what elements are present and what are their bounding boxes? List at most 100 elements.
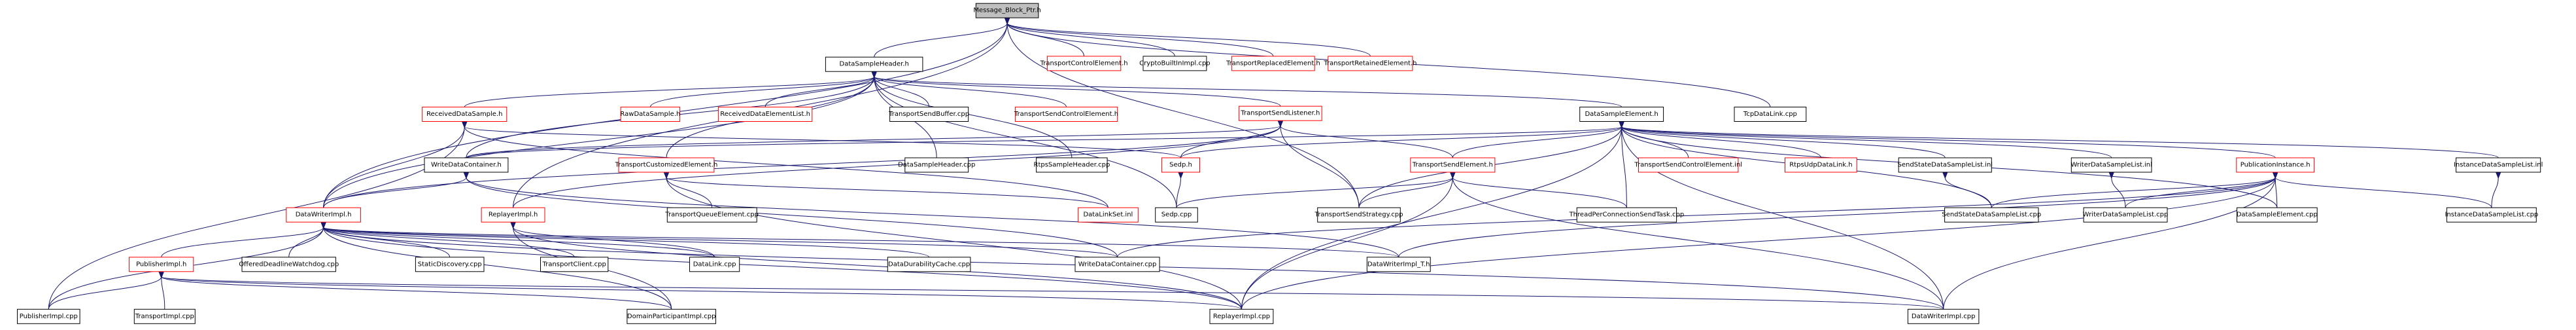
node-pubc[interactable]: PublisherImpl.cpp xyxy=(17,308,80,324)
node-label: DataLink.cpp xyxy=(693,261,736,268)
node-dwih[interactable]: DataWriterImpl.h xyxy=(286,207,361,223)
edge-mbp-tss xyxy=(1007,23,1360,208)
node-tsl[interactable]: TransportSendListener.h xyxy=(1239,105,1322,121)
node-sdc[interactable]: StaticDiscovery.cpp xyxy=(415,257,485,272)
node-rudl[interactable]: RtpsUdpDataLink.h xyxy=(1785,157,1857,173)
node-dlc[interactable]: DataLink.cpp xyxy=(689,257,740,272)
edge-tcust-ric xyxy=(666,177,1242,310)
node-wdsli[interactable]: WriterDataSampleList.inl xyxy=(2070,157,2152,173)
node-raw[interactable]: RawDataSample.h xyxy=(620,107,680,122)
node-idslc[interactable]: InstanceDataSampleList.cpp xyxy=(2445,207,2539,223)
node-box xyxy=(889,107,969,122)
node-tic[interactable]: TransportImpl.cpp xyxy=(133,308,196,324)
node-dwt[interactable]: DataWriterImpl_T.h xyxy=(1366,257,1431,272)
edge-dsh-dse xyxy=(874,77,1623,107)
node-dshc[interactable]: DataSampleHeader.cpp xyxy=(898,157,975,173)
edge-wdsli-wdslc xyxy=(2112,177,2126,208)
edge-dse-wdc xyxy=(466,127,1622,158)
edge-dwih-wdcc xyxy=(324,227,1118,258)
edge-tsl-wdc xyxy=(466,126,1280,158)
node-rds[interactable]: ReceivedDataSample.h xyxy=(422,107,507,122)
node-box xyxy=(1142,56,1207,71)
edge-tse-tpc xyxy=(1452,177,1627,208)
node-trep[interactable]: TransportReplacedElement.h xyxy=(1226,56,1320,71)
node-tpc[interactable]: ThreadPerConnectionSendTask.cpp xyxy=(1569,207,1685,223)
edge-dse-tpc xyxy=(1622,127,1627,208)
node-dls[interactable]: DataLinkSet.inl xyxy=(1078,207,1139,223)
edge-rds-sedph xyxy=(464,127,1181,158)
node-tcust[interactable]: TransportCustomizedElement.h xyxy=(615,157,718,173)
node-box xyxy=(2236,157,2315,173)
node-box xyxy=(825,56,923,72)
edge-pubh-dpi xyxy=(162,277,672,310)
node-label: TransportSendListener.h xyxy=(1240,110,1320,117)
node-ssdsl[interactable]: SendStateDataSampleList.cpp xyxy=(1942,207,2041,223)
edge-dse-wdsli xyxy=(1622,127,2112,158)
node-wdc[interactable]: WriteDataContainer.h xyxy=(424,157,509,173)
node-box xyxy=(689,257,740,272)
node-tret[interactable]: TransportRetainedElement.h xyxy=(1323,56,1417,71)
node-rih[interactable]: ReplayerImpl.h xyxy=(481,207,545,223)
edge-dsh-raw xyxy=(649,77,874,107)
node-ctl[interactable]: TransportControlElement.h xyxy=(1040,56,1128,71)
node-pubh[interactable]: PublisherImpl.h xyxy=(129,257,194,272)
node-tsce[interactable]: TransportSendControlElement.h xyxy=(1014,107,1118,122)
edge-tse-ric xyxy=(1241,177,1453,310)
node-label: TransportSendBuffer.cpp xyxy=(888,111,969,118)
node-layer: Message_Block_Ptr.hTransportControlEleme… xyxy=(17,3,2543,324)
node-tcp[interactable]: TcpDataLink.cpp xyxy=(1734,107,1807,122)
node-dse[interactable]: DataSampleElement.h xyxy=(1579,107,1664,122)
node-label: TransportSendControlElement.h xyxy=(1014,111,1118,118)
edge-pubh-pubc xyxy=(48,277,161,310)
node-cbi[interactable]: CryptoBuiltInImpl.cpp xyxy=(1139,56,1211,71)
node-label: ReplayerImpl.cpp xyxy=(1213,313,1270,320)
node-dsec[interactable]: DataSampleElement.cpp xyxy=(2237,207,2318,223)
node-tsb[interactable]: TransportSendBuffer.cpp xyxy=(888,107,969,122)
edge-pih-ssdsl xyxy=(1991,177,2275,208)
node-label: DomainParticipantImpl.cpp xyxy=(627,313,716,320)
node-sedpc[interactable]: Sedp.cpp xyxy=(1155,207,1198,223)
node-ssdsi[interactable]: SendStateDataSampleList.inl xyxy=(1898,157,1993,173)
edge-pih-dwt xyxy=(1398,177,2276,257)
node-wdcc[interactable]: WriteDataContainer.cpp xyxy=(1074,257,1160,272)
node-label: InstanceDataSampleList.cpp xyxy=(2445,211,2539,219)
edge-dsh-rshc xyxy=(874,77,1073,158)
edge-pubh-ric xyxy=(162,277,1242,310)
node-tss[interactable]: TransportSendStrategy.cpp xyxy=(1314,207,1403,223)
node-label: TransportClient.cpp xyxy=(542,261,606,268)
node-rdel[interactable]: ReceivedDataElementList.h xyxy=(717,107,813,122)
edge-dse-pih xyxy=(1622,127,2276,158)
node-box xyxy=(1638,157,1739,173)
edge-mbp-dsh xyxy=(874,23,1007,58)
node-odw[interactable]: OfferedDeadlineWatchdog.cpp xyxy=(239,257,339,272)
node-dpi[interactable]: DomainParticipantImpl.cpp xyxy=(627,308,717,324)
node-label: DataWriterImpl.cpp xyxy=(1912,313,1976,320)
node-pih[interactable]: PublicationInstance.h xyxy=(2236,157,2315,173)
node-tscei[interactable]: TransportSendControlElement.inl xyxy=(1634,157,1742,173)
edge-pih-wdslc xyxy=(2125,177,2275,208)
node-label: TransportImpl.cpp xyxy=(135,313,194,320)
node-tse[interactable]: TransportSendElement.h xyxy=(1410,157,1496,173)
node-dwic[interactable]: DataWriterImpl.cpp xyxy=(1907,308,1980,324)
node-wdslc[interactable]: WriterDataSampleList.cpp xyxy=(2083,207,2169,223)
node-label: TransportRetainedElement.h xyxy=(1323,60,1417,67)
node-ddc[interactable]: DataDurabilityCache.cpp xyxy=(887,257,971,272)
node-idsli[interactable]: InstanceDataSampleList.inl xyxy=(2454,157,2543,173)
node-dsh[interactable]: DataSampleHeader.h xyxy=(825,56,923,72)
node-tqe[interactable]: TransportQueueElement.cpp xyxy=(664,207,759,223)
node-box xyxy=(1907,308,1980,324)
node-label: TransportSendStrategy.cpp xyxy=(1314,211,1403,219)
node-label: DataDurabilityCache.cpp xyxy=(888,261,970,268)
node-label: WriteDataContainer.cpp xyxy=(1078,261,1157,268)
edge-dse-tse xyxy=(1452,127,1621,158)
node-tcl[interactable]: TransportClient.cpp xyxy=(540,257,609,272)
node-label: ReplayerImpl.h xyxy=(489,211,538,219)
edge-wdc-dwih xyxy=(323,177,466,208)
node-rshc[interactable]: RtpsSampleHeader.cpp xyxy=(1034,157,1110,173)
edge-pih-wdcc xyxy=(1117,177,2276,257)
node-sedph[interactable]: Sedp.h xyxy=(1161,157,1201,173)
node-ric[interactable]: ReplayerImpl.cpp xyxy=(1209,308,1274,324)
node-box xyxy=(1161,157,1201,173)
node-label: ThreadPerConnectionSendTask.cpp xyxy=(1569,211,1685,219)
